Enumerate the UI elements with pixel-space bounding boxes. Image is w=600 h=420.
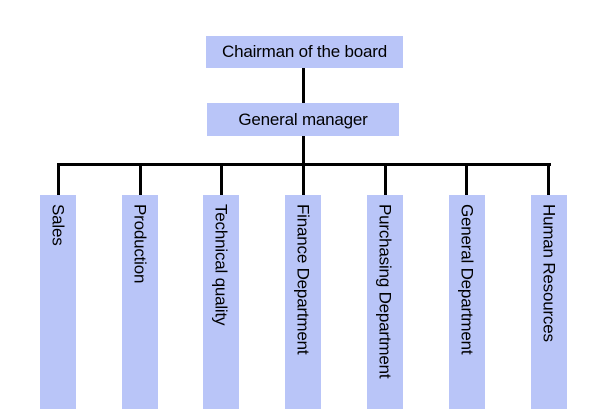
connector-drop-finance	[302, 165, 305, 195]
node-dept-production-label: Production	[130, 204, 150, 284]
connector-drop-general-department	[465, 165, 468, 195]
node-dept-sales: Sales	[40, 195, 76, 409]
connector-hub-bar	[56, 163, 551, 166]
node-dept-sales-label: Sales	[48, 204, 68, 246]
connector-manager-to-hub	[302, 136, 305, 164]
node-chairman: Chairman of the board	[206, 36, 403, 68]
node-dept-human-resources-label: Human Resources	[539, 204, 559, 342]
node-dept-human-resources: Human Resources	[531, 195, 567, 409]
node-dept-purchasing-label: Purchasing Department	[375, 204, 395, 379]
node-dept-production: Production	[122, 195, 158, 409]
node-dept-general-department-label: General Department	[457, 204, 477, 355]
node-dept-technical-quality-label: Technical quality	[211, 204, 231, 326]
connector-drop-purchasing	[383, 165, 387, 195]
connector-drop-production	[138, 165, 142, 195]
node-general-manager: General manager	[207, 103, 399, 136]
connector-drop-technical-quality	[220, 165, 223, 195]
node-dept-technical-quality: Technical quality	[203, 195, 239, 409]
node-chairman-label: Chairman of the board	[222, 42, 387, 61]
connector-chairman-to-manager	[302, 68, 305, 103]
node-dept-purchasing: Purchasing Department	[367, 195, 403, 409]
connector-drop-human-resources	[547, 165, 550, 195]
connector-drop-sales	[56, 165, 60, 195]
node-general-manager-label: General manager	[238, 109, 368, 129]
node-dept-general-department: General Department	[449, 195, 485, 409]
node-dept-finance-label: Finance Department	[293, 204, 313, 355]
node-dept-finance: Finance Department	[285, 195, 321, 409]
